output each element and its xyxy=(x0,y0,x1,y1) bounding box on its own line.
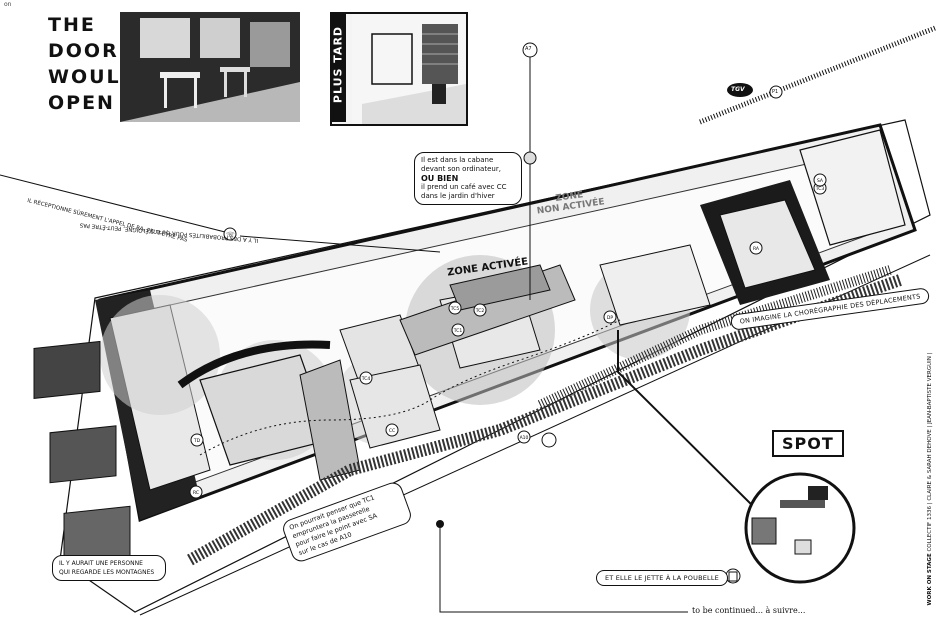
walkway-bridge xyxy=(449,264,551,311)
movement-path xyxy=(199,319,621,456)
cabin-note-line: il prend un café avec CC xyxy=(421,183,507,191)
top-label: on xyxy=(4,1,12,8)
spotlight-left xyxy=(100,295,220,415)
marker-rc-label: RC xyxy=(193,490,199,496)
right-room xyxy=(799,129,906,246)
spot-chair xyxy=(794,539,812,555)
grass-band xyxy=(187,265,902,566)
marker-a10-bubble xyxy=(517,430,531,444)
phone-icon xyxy=(223,227,237,241)
marker-tc1-label: TC1 xyxy=(453,328,463,334)
marker-a7: A7 xyxy=(525,46,532,52)
marker-dp-label: DP xyxy=(607,315,613,321)
spot-circle xyxy=(744,472,856,584)
trash-note: ET ELLE LE JETTE À LA POUBELLE xyxy=(596,570,728,586)
mountains-note-line: IL Y AURAIT UNE PERSONNE xyxy=(59,560,143,567)
spot-connector xyxy=(617,330,766,519)
title-block: THE DOOR WOULD OPEN xyxy=(48,12,139,122)
office-photo xyxy=(120,12,300,122)
marker-dp-bubble xyxy=(603,310,617,324)
dark-room-inner xyxy=(719,199,816,289)
marker-p1: P1 xyxy=(772,89,779,95)
marker-sa-label: SA xyxy=(817,178,824,184)
to-be-continued: to be continued... à suivre... xyxy=(692,606,806,615)
spot-desk xyxy=(780,500,825,508)
marker-tc2-bubble xyxy=(473,303,487,317)
room-block xyxy=(349,364,441,449)
a7-marker xyxy=(522,42,538,58)
room-block xyxy=(599,244,711,326)
cabin-note-line: dans le jardin d'hiver xyxy=(421,192,495,200)
later-sketch xyxy=(330,12,468,126)
credit-strip: WORK ON STAGE COLLECTIF 1336 | CLAIRE & … xyxy=(925,340,935,620)
marker-td-label: TD xyxy=(193,438,201,444)
mountain-window xyxy=(49,425,117,484)
marker-td-bubble xyxy=(190,433,204,447)
bin-marker xyxy=(541,432,557,448)
marker-ra-label: RA xyxy=(753,246,760,252)
phone-line xyxy=(239,235,441,253)
later-sketch-illustration xyxy=(352,14,466,124)
a7-node xyxy=(523,151,537,165)
marker-a10-label: A10 xyxy=(520,435,529,441)
spot-label: SPOT xyxy=(772,430,844,457)
cabin-note: Il est dans la cabane devant son ordinat… xyxy=(414,152,522,205)
credit-rest: COLLECTIF 1336 | CLAIRE & SARAH DEHOVE |… xyxy=(927,352,933,554)
cabin-note-line: OU BIEN xyxy=(421,174,459,183)
cabin-note-line: devant son ordinateur, xyxy=(421,165,501,173)
cabin-note-line: Il est dans la cabane xyxy=(421,156,494,164)
marker-ra-bubble xyxy=(749,241,763,255)
tgv-label: TGV xyxy=(731,86,745,93)
credit-line: WORK ON STAGE COLLECTIF 1336 | CLAIRE & … xyxy=(927,338,933,620)
marker-tc5-bubble xyxy=(448,301,462,315)
marker-cc-bubble xyxy=(385,423,399,437)
marker-sa-bubble xyxy=(813,173,827,187)
later-label-band: PLUS TARD xyxy=(330,12,346,122)
mountains-note-line: QUI REGARDE LES MONTAGNES xyxy=(59,569,155,576)
office-photo-illustration xyxy=(120,12,300,122)
phone-line xyxy=(0,174,226,233)
marker-tc4-label: TC4 xyxy=(361,376,371,382)
rail-track xyxy=(699,25,936,125)
continue-dot xyxy=(436,520,444,528)
marker-tc5-label: TC5 xyxy=(450,306,460,312)
spot-cabinet xyxy=(751,517,777,545)
marker-tc4-bubble xyxy=(359,371,373,385)
marker-rc-bubble xyxy=(189,485,203,499)
title-word: DOOR xyxy=(48,40,119,62)
svg-text:☏: ☏ xyxy=(226,231,235,239)
title-word: WOULD xyxy=(48,66,139,88)
marker-tc1-bubble xyxy=(451,323,465,337)
title-word: THE xyxy=(48,14,96,36)
p1-marker xyxy=(769,85,783,99)
mountain-window xyxy=(33,340,101,399)
spot-monitor xyxy=(808,486,828,500)
curved-wall xyxy=(177,340,331,389)
marker-tc3-label: TC3 xyxy=(815,186,825,192)
title-word: OPEN xyxy=(48,92,115,114)
tgv-icon xyxy=(727,83,753,97)
credit-title: WORK ON STAGE xyxy=(927,553,933,606)
continue-connector xyxy=(439,524,688,613)
marker-cc-label: CC xyxy=(389,428,395,434)
mountains-note: IL Y AURAIT UNE PERSONNE QUI REGARDE LES… xyxy=(52,555,166,581)
marker-tc2-label: TC2 xyxy=(475,308,485,314)
